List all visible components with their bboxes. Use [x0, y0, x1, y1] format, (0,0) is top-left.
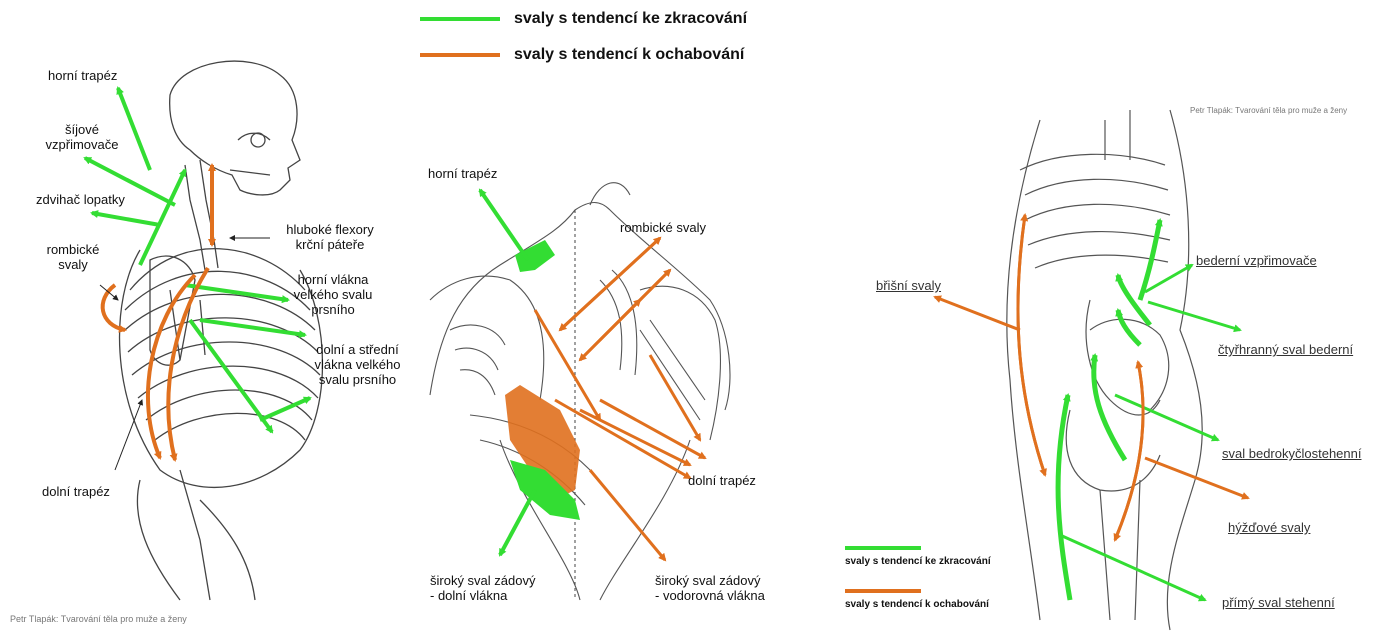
label-dolni-vlakna-line2: vlákna velkého [300, 357, 415, 372]
left-orange-arrows [103, 165, 212, 460]
label-dolni-vlakna-line3: svalu prsního [300, 372, 415, 387]
label-horni-trapez-middle: horní trapéz [428, 166, 497, 181]
middle-green-upper-trapezius [515, 240, 555, 272]
label-sijove-vzprimovace: šíjové vzpřimovače [32, 122, 132, 152]
label-flexory-line1: hluboké flexory [270, 222, 390, 237]
label-siroky-vodorovna-line1: široký sval zádový [655, 573, 765, 588]
label-rombicke-line2: svaly [38, 257, 108, 272]
right-legend-green-line [845, 546, 921, 550]
right-legend-weakening: svaly s tendencí k ochabování [845, 599, 991, 610]
legend-weakening: svaly s tendencí k ochabování [420, 46, 744, 64]
label-rombicke-svaly-left: rombické svaly [38, 242, 108, 272]
label-horni-trapez-left: horní trapéz [48, 68, 117, 83]
legend-shortening-label: svaly s tendencí ke zkracování [514, 10, 747, 28]
legend-orange-line [420, 53, 500, 57]
label-hyzdove-svaly: hýžďové svaly [1228, 520, 1310, 535]
middle-green-arrows [480, 190, 535, 555]
left-skeleton-drawing [120, 61, 323, 600]
middle-back-drawing [430, 183, 730, 600]
credit-right: Petr Tlapák: Tvarování těla pro muže a ž… [1190, 106, 1347, 115]
label-dolni-trapez-left: dolní trapéz [42, 484, 110, 499]
label-hluboke-flexory: hluboké flexory krční páteře [270, 222, 390, 252]
right-green-arrows [1058, 220, 1160, 600]
right-legend-shortening: svaly s tendencí ke zkracování [845, 556, 991, 567]
legend-shortening: svaly s tendencí ke zkracování [420, 10, 747, 28]
label-horni-vlakna-line1: horní vlákna [278, 272, 388, 287]
label-siroky-dolni-line2: - dolní vlákna [430, 588, 535, 603]
label-siroky-sval-vodorovna: široký sval zádový - vodorovná vlákna [655, 573, 765, 603]
label-siroky-sval-dolni: široký sval zádový - dolní vlákna [430, 573, 535, 603]
left-leader-lines [100, 238, 270, 470]
label-rombicke-svaly-middle: rombické svaly [620, 220, 706, 235]
label-siroky-dolni-line1: široký sval zádový [430, 573, 535, 588]
label-ctyrhranny-sval: čtyřhranný sval bederní [1218, 342, 1353, 357]
label-siroky-vodorovna-line2: - vodorovná vlákna [655, 588, 765, 603]
label-rombicke-line1: rombické [38, 242, 108, 257]
label-sijove-line2: vzpřimovače [32, 137, 132, 152]
label-dolni-vlakna-line1: dolní a střední [300, 342, 415, 357]
label-horni-vlakna-line3: prsního [278, 302, 388, 317]
credit-left: Petr Tlapák: Tvarování těla pro muže a ž… [10, 614, 187, 624]
label-bederni-vzprimovace: bederní vzpřimovače [1196, 253, 1317, 268]
right-body-drawing [1007, 110, 1202, 630]
legend-green-line [420, 17, 500, 21]
right-legend-orange-line [845, 589, 921, 593]
label-zdvihac-lopatky: zdvihač lopatky [36, 192, 125, 207]
label-horni-vlakna: horní vlákna velkého svalu prsního [278, 272, 388, 317]
label-dolni-vlakna: dolní a střední vlákna velkého svalu prs… [300, 342, 415, 387]
legend-weakening-label: svaly s tendencí k ochabování [514, 46, 744, 64]
right-legend: svaly s tendencí ke zkracování svaly s t… [845, 546, 991, 610]
label-primy-sval: přímý sval stehenní [1222, 595, 1335, 610]
label-horni-vlakna-line2: velkého svalu [278, 287, 388, 302]
label-dolni-trapez-middle: dolní trapéz [688, 473, 756, 488]
label-brisni-svaly: břišní svaly [876, 278, 941, 293]
label-sval-bedrokyclostehenni: sval bedrokyčlostehenní [1222, 446, 1361, 461]
label-flexory-line2: krční páteře [270, 237, 390, 252]
label-sijove-line1: šíjové [32, 122, 132, 137]
